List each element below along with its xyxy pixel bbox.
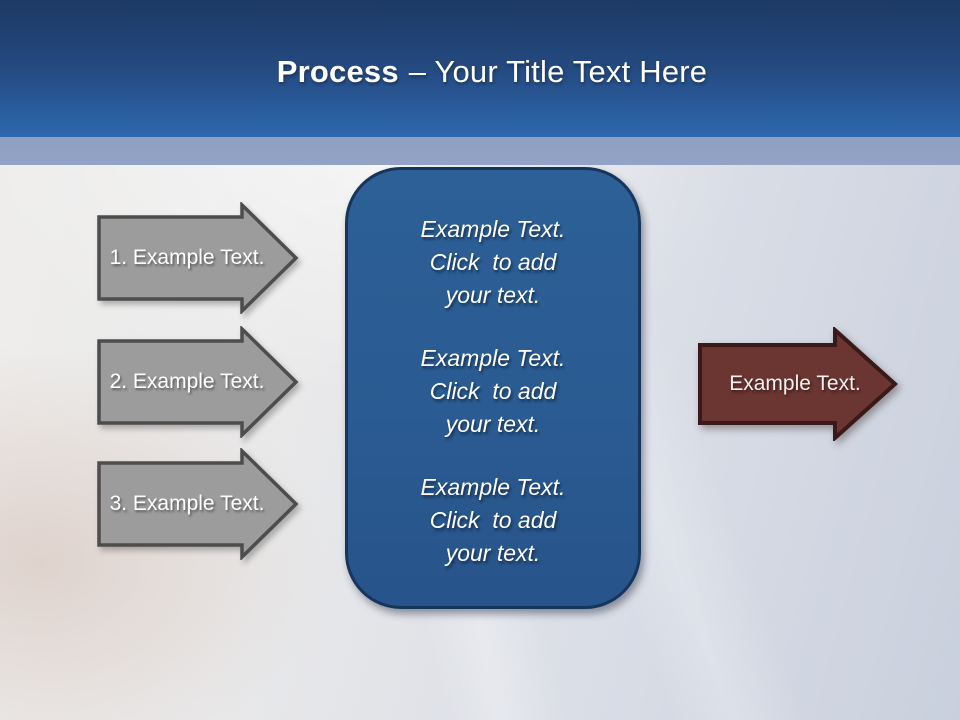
slide-title-subtitle: – Your Title Text Here: [408, 53, 708, 89]
slide-title-keyword: Process: [276, 53, 399, 89]
right-arrow-shape: [698, 327, 898, 441]
right-arrow-shape: [97, 448, 299, 560]
text-placeholder-2[interactable]: Example Text. Click to add your text.: [420, 345, 566, 437]
step-arrow-2[interactable]: 2. Example Text.: [96, 326, 300, 438]
right-arrow-shape: [97, 202, 299, 314]
output-arrow-label: Example Text.: [729, 372, 861, 395]
slide-title: Process– Your Title Text Here: [253, 48, 707, 90]
header-band: Process– Your Title Text Here: [0, 0, 960, 137]
right-arrow-shape: [97, 326, 299, 438]
step-arrow-label: 1. Example Text.: [109, 246, 265, 269]
header-accent-band: [0, 137, 960, 165]
step-arrow-1[interactable]: 1. Example Text.: [96, 202, 300, 314]
text-placeholder-1[interactable]: Example Text. Click to add your text.: [420, 216, 566, 308]
step-arrow-3[interactable]: 3. Example Text.: [96, 448, 300, 560]
step-arrow-label: 2. Example Text.: [109, 370, 265, 393]
output-arrow[interactable]: Example Text.: [697, 327, 899, 441]
step-arrow-label: 3. Example Text.: [109, 492, 265, 515]
content-panel[interactable]: Example Text. Click to add your text. Ex…: [345, 167, 641, 609]
text-placeholder-3[interactable]: Example Text. Click to add your text.: [420, 474, 566, 566]
